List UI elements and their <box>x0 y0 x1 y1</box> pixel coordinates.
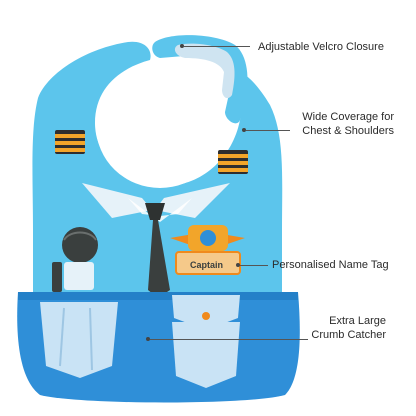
right-epaulette <box>218 150 248 174</box>
left-pocket <box>40 302 118 378</box>
neck-opening <box>96 64 224 188</box>
catcher-rim <box>18 292 298 300</box>
radio-illustration <box>52 227 98 292</box>
left-epaulette <box>55 130 85 154</box>
velcro-patch <box>174 43 235 99</box>
callout-dot-catcher <box>146 337 150 341</box>
name-tag-text: Captain <box>190 260 223 270</box>
callout-coverage: Wide Coverage for Chest & Shoulders <box>302 111 394 137</box>
callout-dot-closure <box>180 44 184 48</box>
right-pocket <box>172 295 240 388</box>
callout-dot-coverage <box>242 128 246 132</box>
callout-line-coverage <box>246 130 290 131</box>
callout-dot-nametag <box>236 263 240 267</box>
callout-line-nametag <box>240 265 268 266</box>
callout-line-closure <box>184 46 250 47</box>
tie <box>148 205 170 298</box>
tie-knot <box>145 203 165 220</box>
collar-right <box>155 183 230 218</box>
callout-line-catcher <box>150 339 308 340</box>
collar-left <box>82 183 152 218</box>
callout-nametag: Personalised Name Tag <box>272 259 389 271</box>
wing-badge <box>170 225 245 275</box>
callout-closure: Adjustable Velcro Closure <box>258 41 384 53</box>
callout-catcher: Extra Large Crumb Catcher <box>311 315 386 341</box>
